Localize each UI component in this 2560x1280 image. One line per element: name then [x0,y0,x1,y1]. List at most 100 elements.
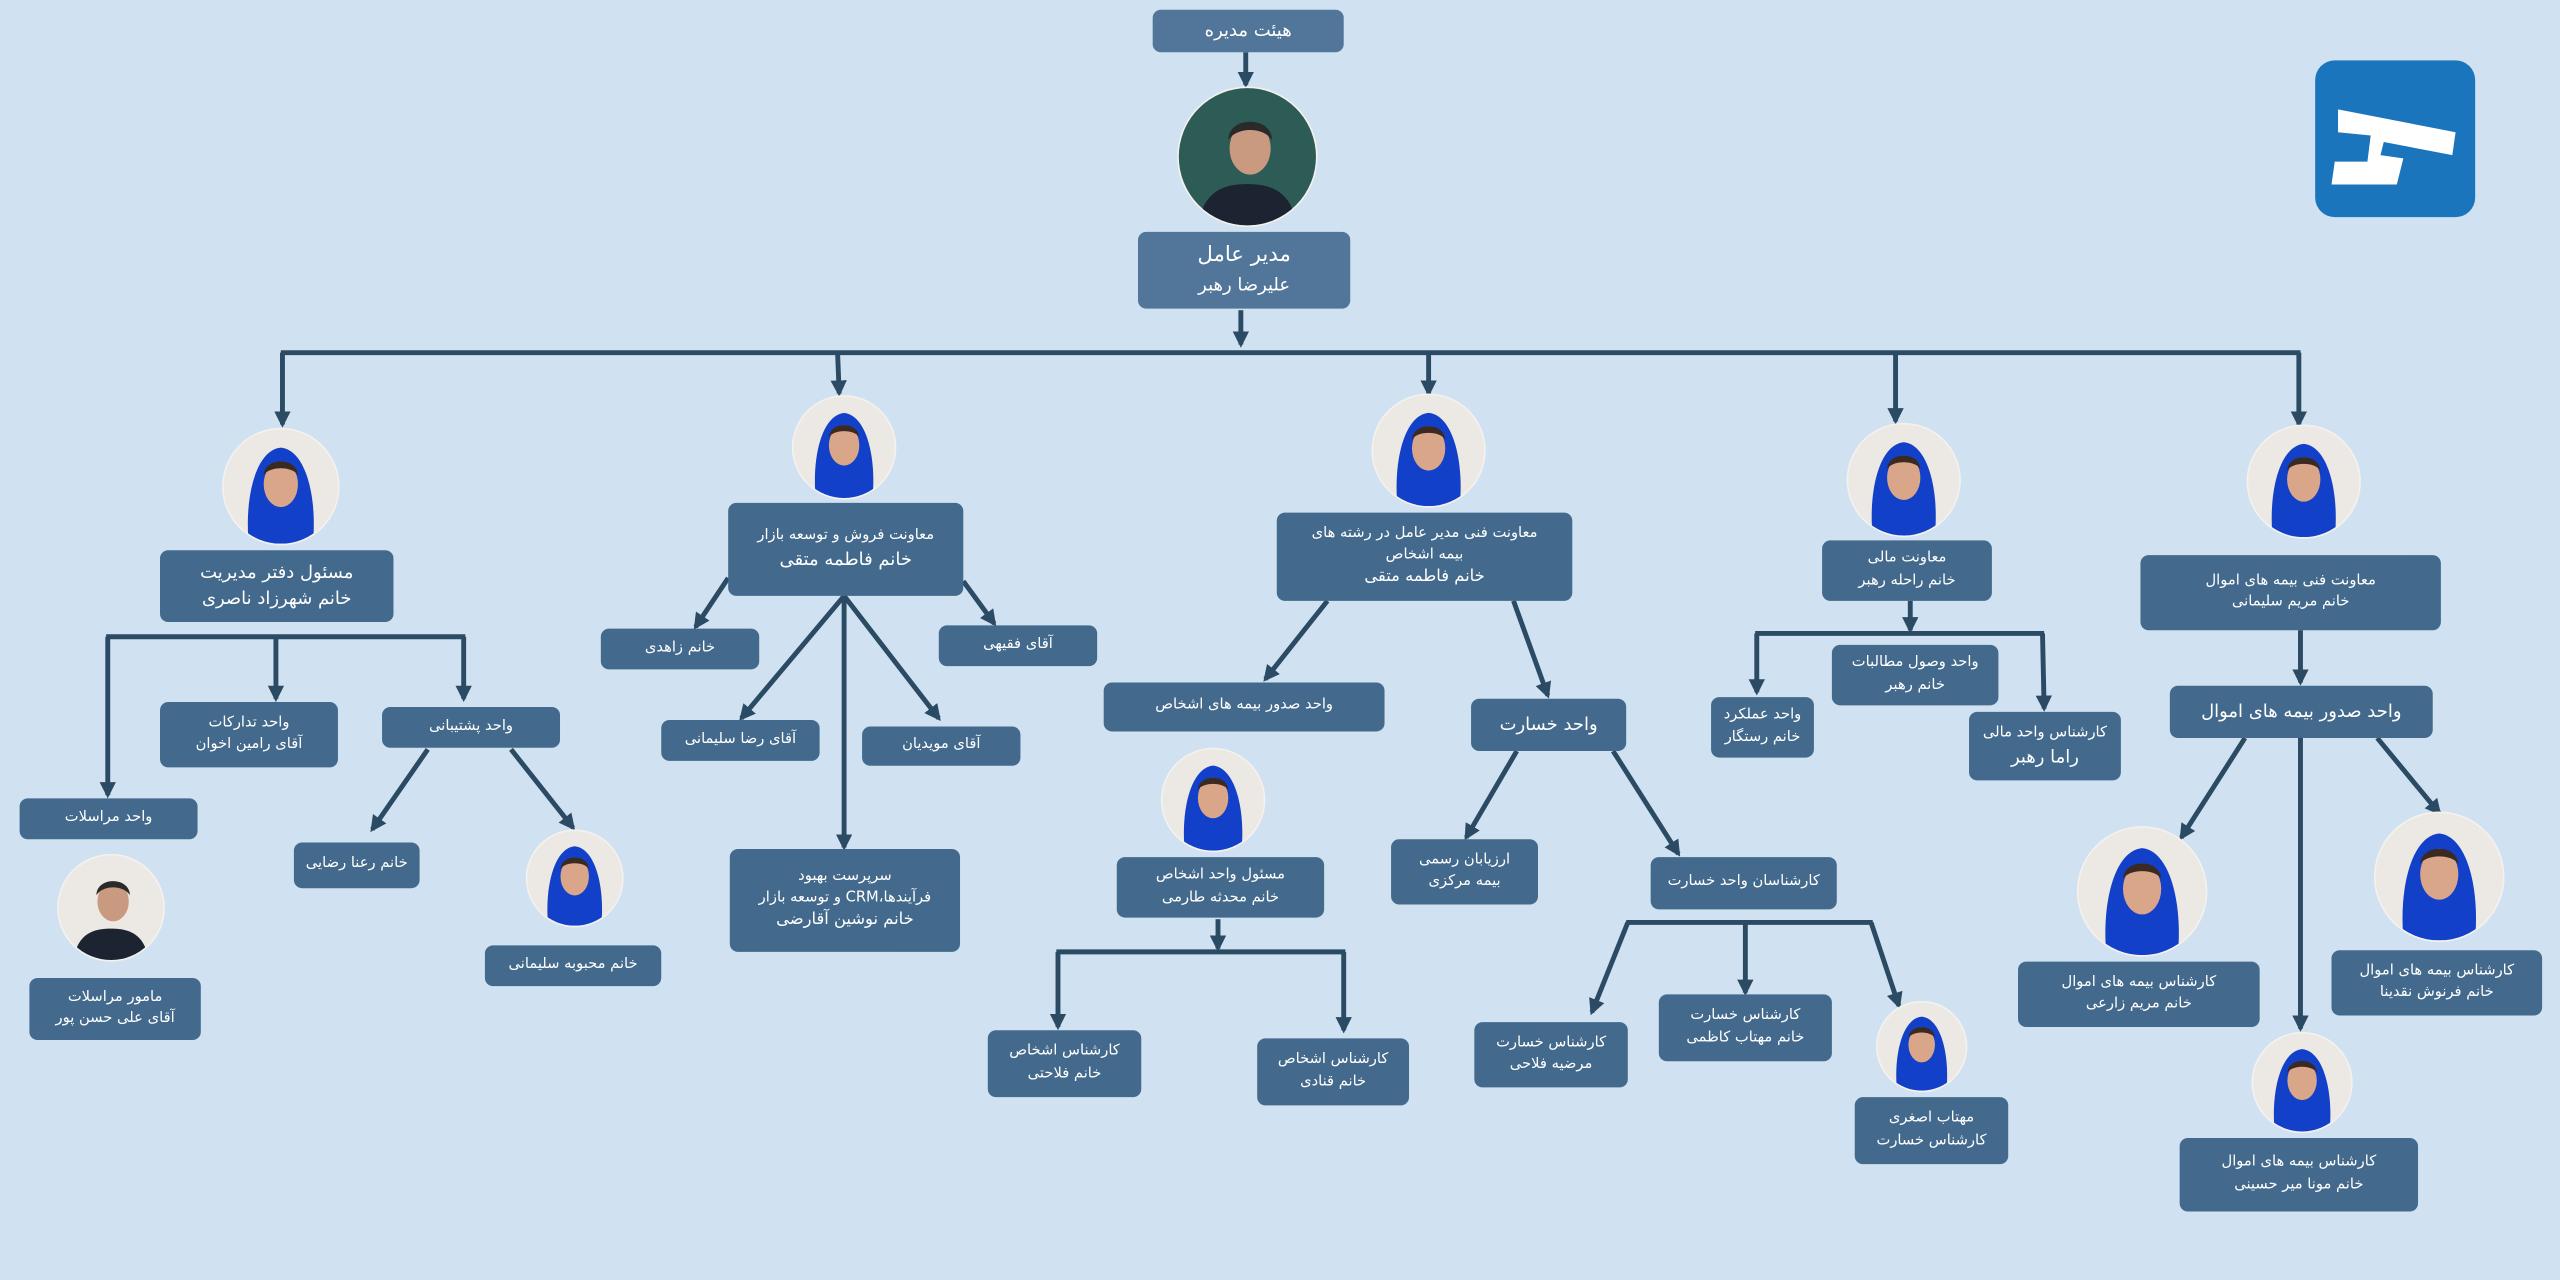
finance-expert-name: راما رهبر [2010,745,2079,767]
person-portrait-icon [1198,121,1297,226]
moayedian-name: آقای مویدیان [902,737,981,754]
persons-head-name: خانم محدثه طارمی [1161,889,1280,906]
faghihi-box: آقای فقیهی [938,625,1098,667]
mail-officer-name: آقای علی حسن پور [55,1010,175,1027]
rana-name: خانم رعنا رضایی [305,856,408,873]
reza-name: آقای رضا سلیمانی [684,731,797,748]
procurement-name: آقای رامین اخوان [195,736,303,753]
sales-deputy-box: معاونت فروش و توسعه بازار خانم فاطمه متقی [728,502,964,596]
property-title: معاونت فنی بیمه های اموال [2205,573,2376,590]
collections-name: خانم رهبر [1885,676,1945,694]
faghihi-name: آقای فقیهی [983,636,1053,654]
tech-persons-name: خانم فاطمه متقی [1364,567,1485,586]
person-portrait-icon [247,447,314,544]
performance-name: خانم رستگار [1724,729,1801,746]
property-deputy-box: معاونت فنی بیمه های اموال خانم مریم سلیما… [2140,555,2441,631]
crm-name: خانم نوشین آقارضی [776,911,914,930]
board-label: هیئت مدیره [1204,19,1292,41]
tech-persons-photo [1371,393,1486,508]
claims-expert-1-title: کارشناس خسارت [1496,1035,1607,1052]
board-of-directors-box: هیئت مدیره [1152,9,1344,53]
performance-title: واحد عملکرد [1723,707,1802,725]
claims-expert-1-box: کارشناس خسارت مرضیه فلاحی [1474,1022,1628,1088]
collections-unit-box: واحد وصول مطالبات خانم رهبر [1831,644,1999,706]
mahbubeh-box: خانم محبوبه سلیمانی [484,945,662,987]
finance-expert-box: کارشناس واحد مالی راما رهبر [1969,711,2121,781]
property-expert-1-title: کارشناس بیمه های اموال [2061,974,2217,991]
zahedi-box: خانم زاهدی [600,628,760,670]
person-portrait-icon [1896,1016,1948,1091]
sales-deputy-photo [791,395,897,500]
persons-expert-2-title: کارشناس اشخاص [1277,1052,1389,1069]
sales-name: خانم فاطمه متقی [779,548,912,570]
persons-expert-1-name: خانم فلاحتی [1027,1065,1102,1082]
finance-name: خانم راحله رهبر [1858,572,1956,589]
issue-persons-box: واحد صدور بیمه های اشخاص [1103,682,1385,732]
procurement-box: واحد تدارکات آقای رامین اخوان [160,702,338,768]
property-deputy-photo [2246,424,2361,539]
mail-officer-photo [57,853,165,962]
property-expert-1-box: کارشناس بیمه های اموال خانم مریم زارعی [2018,961,2260,1027]
person-portrait-icon [2402,833,2476,941]
zahedi-name: خانم زاهدی [644,639,716,657]
claims-experts-box: کارشناسان واحد خسارت [1650,857,1837,910]
performance-unit-box: واحد عملکرد خانم رستگار [1711,697,1814,758]
mail-unit-box: واحد مراسلات [19,798,198,840]
tech-persons-title-1: معاونت فنی مدیر عامل در رشته های [1311,525,1538,542]
ceo-name: علیرضا رهبر [1198,274,1291,296]
claims-experts-label: کارشناسان واحد خسارت [1667,874,1820,891]
collections-title: واحد وصول مطالبات [1851,655,1979,672]
claims-expert-1-name: مرضیه فلاحی [1509,1056,1593,1073]
persons-expert-2-box: کارشناس اشخاص خانم قنادی [1257,1038,1410,1106]
person-portrait-icon [1396,412,1461,507]
person-portrait-icon [2271,443,2336,538]
person-portrait-icon [814,412,874,498]
assessors-title: ارزیابان رسمی [1419,852,1511,869]
finance-deputy-photo [1846,422,1961,538]
property-expert-1-photo [2076,826,2208,957]
property-expert-3-photo [2373,811,2505,943]
person-portrait-icon [2273,1049,2331,1132]
moayedian-box: آقای مویدیان [862,726,1021,766]
claims-expert-3-photo [1875,1000,1968,1093]
persons-expert-2-name: خانم قنادی [1300,1073,1367,1090]
claims-expert-2-title: کارشناس خسارت [1690,1008,1801,1025]
office-name: خانم شهرزاد ناصری [201,587,352,609]
property-expert-1-name: خانم مریم زارعی [2085,995,2192,1013]
support-label: واحد پشتیبانی [429,718,514,735]
issue-persons-label: واحد صدور بیمه های اشخاص [1155,697,1334,715]
finance-deputy-box: معاونت مالی خانم راحله رهبر [1822,540,1992,601]
person-portrait-icon [547,846,602,926]
finance-expert-title: کارشناس واحد مالی [1982,724,2108,741]
claims-expert-3-title: کارشناس خسارت [1876,1132,1987,1149]
mail-unit-label: واحد مراسلات [64,809,153,827]
property-expert-2-photo [2251,1031,2353,1134]
company-logo [2315,60,2476,218]
property-expert-2-name: خانم مونا میر حسینی [2234,1176,2364,1193]
sales-title: معاونت فروش و توسعه بازار [757,527,935,544]
procurement-title: واحد تدارکات [208,715,290,732]
claims-unit-box: واحد خسارت [1471,698,1627,752]
mahbubeh-name: خانم محبوبه سلیمانی [508,956,638,974]
reza-soleimani-box: آقای رضا سلیمانی [661,720,820,761]
mahbubeh-photo [525,829,624,928]
finance-title: معاونت مالی [1867,550,1947,568]
person-portrait-icon [73,881,149,961]
person-portrait-icon [1871,442,1936,536]
property-name: خانم مریم سلیمانی [2231,594,2350,611]
crm-title-2: فرآیندها،CRM و توسعه بازار [758,890,932,907]
crm-title-1: سرپرست بهبود [798,868,892,886]
person-portrait-icon [1183,765,1243,851]
persons-head-title: مسئول واحد اشخاص [1155,867,1286,885]
